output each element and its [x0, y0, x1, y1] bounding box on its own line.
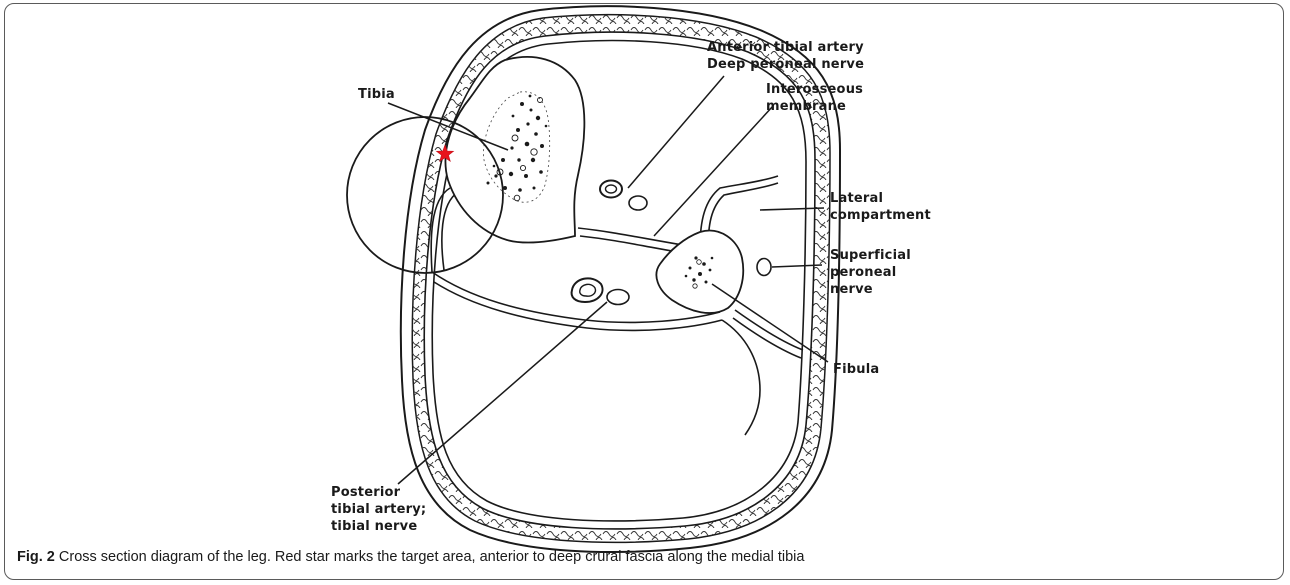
anterior-tibial-vessels [600, 181, 647, 211]
label-compartment: compartment [830, 208, 931, 223]
caption-text: Cross section diagram of the leg. Red st… [55, 549, 805, 565]
figure-caption: Fig. 2 Cross section diagram of the leg.… [17, 549, 804, 565]
label-posterior: Posterior [331, 485, 401, 500]
label-peroneal: peroneal [830, 265, 896, 280]
label-deep-peroneal-nerve: Deep peroneal nerve [707, 57, 864, 72]
label-membrane: membrane [766, 99, 846, 114]
label-tibial-artery: tibial artery; [331, 502, 426, 517]
posterior-tibial-vessels [572, 278, 629, 304]
label-anterior-tibial-artery: Anterior tibial artery [707, 40, 864, 55]
superficial-peroneal-nerve [757, 259, 771, 276]
label-interosseous: Interosseous [766, 82, 863, 97]
label-nerve: nerve [830, 282, 873, 297]
figure-number: Fig. 2 [17, 549, 55, 565]
label-superficial: Superficial [830, 248, 911, 263]
label-lateral: Lateral [830, 191, 883, 206]
label-tibial-nerve: tibial nerve [331, 519, 417, 534]
label-tibia: Tibia [358, 87, 395, 102]
label-fibula: Fibula [833, 362, 879, 377]
